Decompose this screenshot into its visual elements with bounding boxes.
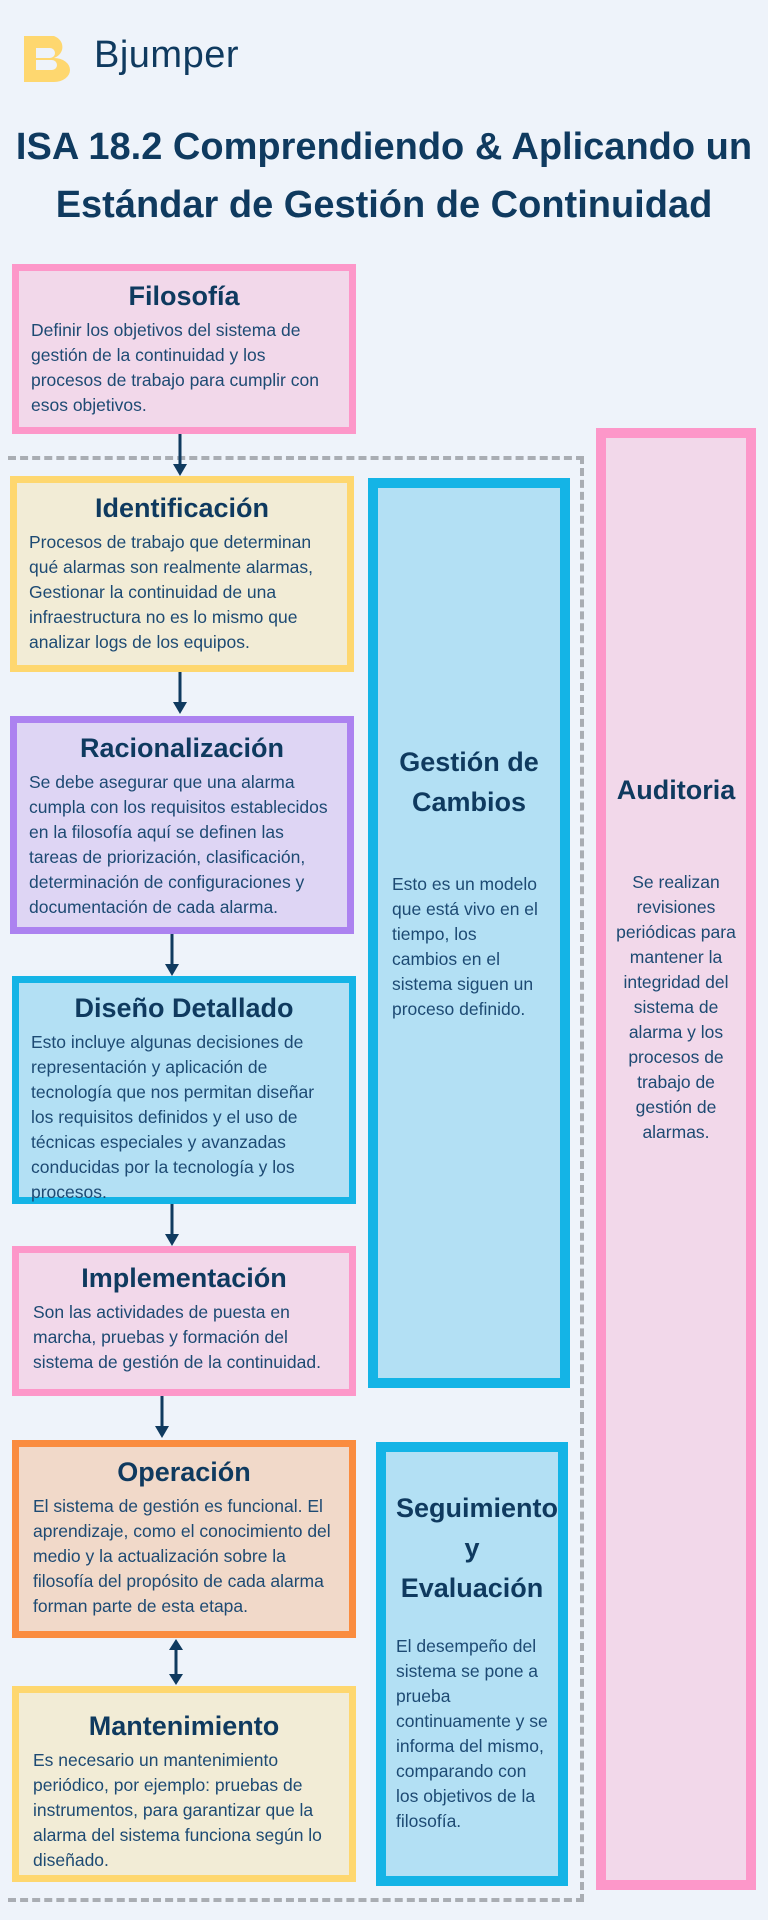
bjumper-logo-icon	[24, 36, 70, 82]
gestion-cambios-title-line-2: Cambios	[411, 787, 527, 817]
auditoria-title: Auditoria	[616, 775, 736, 805]
racionalizacion-title: Racionalización	[79, 733, 285, 763]
seguimiento-title: Seguimiento y Evaluación	[396, 1488, 558, 1608]
seguimiento-text: El desempeño del sistema se pone a prueb…	[396, 1636, 548, 1831]
management-region-frame	[8, 456, 584, 1420]
diseno-detallado-box: Diseño Detallado Esto incluye algunas de…	[12, 976, 356, 1204]
operacion-text: El sistema de gestión es funcional. El a…	[33, 1496, 331, 1616]
racionalizacion-box: Racionalización Se debe asegurar que una…	[10, 716, 354, 934]
racionalizacion-text: Se debe asegurar que una alarma cumpla c…	[29, 772, 328, 917]
auditoria-text: Se realizan revisiones periódicas para m…	[616, 872, 736, 1142]
page-title: ISA 18.2 Comprendiendo & Aplicando un Es…	[0, 118, 768, 234]
arrow-operacion-mantenimiento-bidirectional	[169, 1639, 183, 1685]
page-title-line-2: Estándar de Gestión de Continuidad	[55, 184, 713, 226]
operacion-box: Operación El sistema de gestión es funci…	[12, 1440, 356, 1638]
filosofia-title: Filosofía	[128, 281, 240, 311]
seguimiento-title-line-2: y	[464, 1533, 480, 1563]
diseno-detallado-text: Esto incluye algunas decisiones de repre…	[31, 1032, 315, 1202]
implementacion-title: Implementación	[81, 1263, 287, 1293]
gestion-cambios-text: Esto es un modelo que está vivo en el ti…	[392, 874, 538, 1019]
operation-region-frame	[8, 1416, 584, 1902]
arrow-diseno-to-implementacion	[165, 1204, 179, 1246]
gestion-cambios-title-line-1: Gestión de	[399, 747, 539, 777]
filosofia-text: Definir los objetivos del sistema de ges…	[31, 320, 319, 415]
implementacion-text: Son las actividades de puesta en marcha,…	[33, 1302, 321, 1372]
mantenimiento-text: Es necesario un mantenimiento periódico,…	[33, 1750, 322, 1870]
mantenimiento-box: Mantenimiento Es necesario un mantenimie…	[12, 1686, 356, 1882]
auditoria-column: Auditoria Se realizan revisiones periódi…	[596, 428, 756, 1890]
page-title-line-1: ISA 18.2 Comprendiendo & Aplicando un	[15, 126, 753, 168]
arrow-identificacion-to-racionalizacion	[173, 672, 187, 714]
seguimiento-column: Seguimiento y Evaluación El desempeño de…	[376, 1442, 568, 1886]
arrow-racionalizacion-to-diseno	[165, 934, 179, 976]
diseno-detallado-title: Diseño Detallado	[74, 993, 294, 1023]
brand-name: Bjumper	[94, 34, 239, 76]
identificacion-box: Identificación Procesos de trabajo que d…	[10, 476, 354, 672]
arrow-implementacion-to-operacion	[155, 1396, 169, 1438]
seguimiento-title-line-3: Evaluación	[400, 1573, 544, 1603]
gestion-cambios-column: Gestión de Cambios Esto es un modelo que…	[368, 478, 570, 1388]
filosofia-box: Filosofía Definir los objetivos del sist…	[12, 264, 356, 434]
gestion-cambios-title: Gestión de Cambios	[392, 742, 546, 822]
mantenimiento-title: Mantenimiento	[88, 1711, 280, 1741]
implementacion-box: Implementación Son las actividades de pu…	[12, 1246, 356, 1396]
identificacion-title: Identificación	[94, 493, 270, 523]
operacion-title: Operación	[117, 1457, 251, 1487]
seguimiento-title-line-1: Seguimiento	[396, 1493, 559, 1523]
arrow-filosofia-to-identificacion	[173, 434, 187, 476]
identificacion-text: Procesos de trabajo que determinan qué a…	[29, 532, 314, 652]
